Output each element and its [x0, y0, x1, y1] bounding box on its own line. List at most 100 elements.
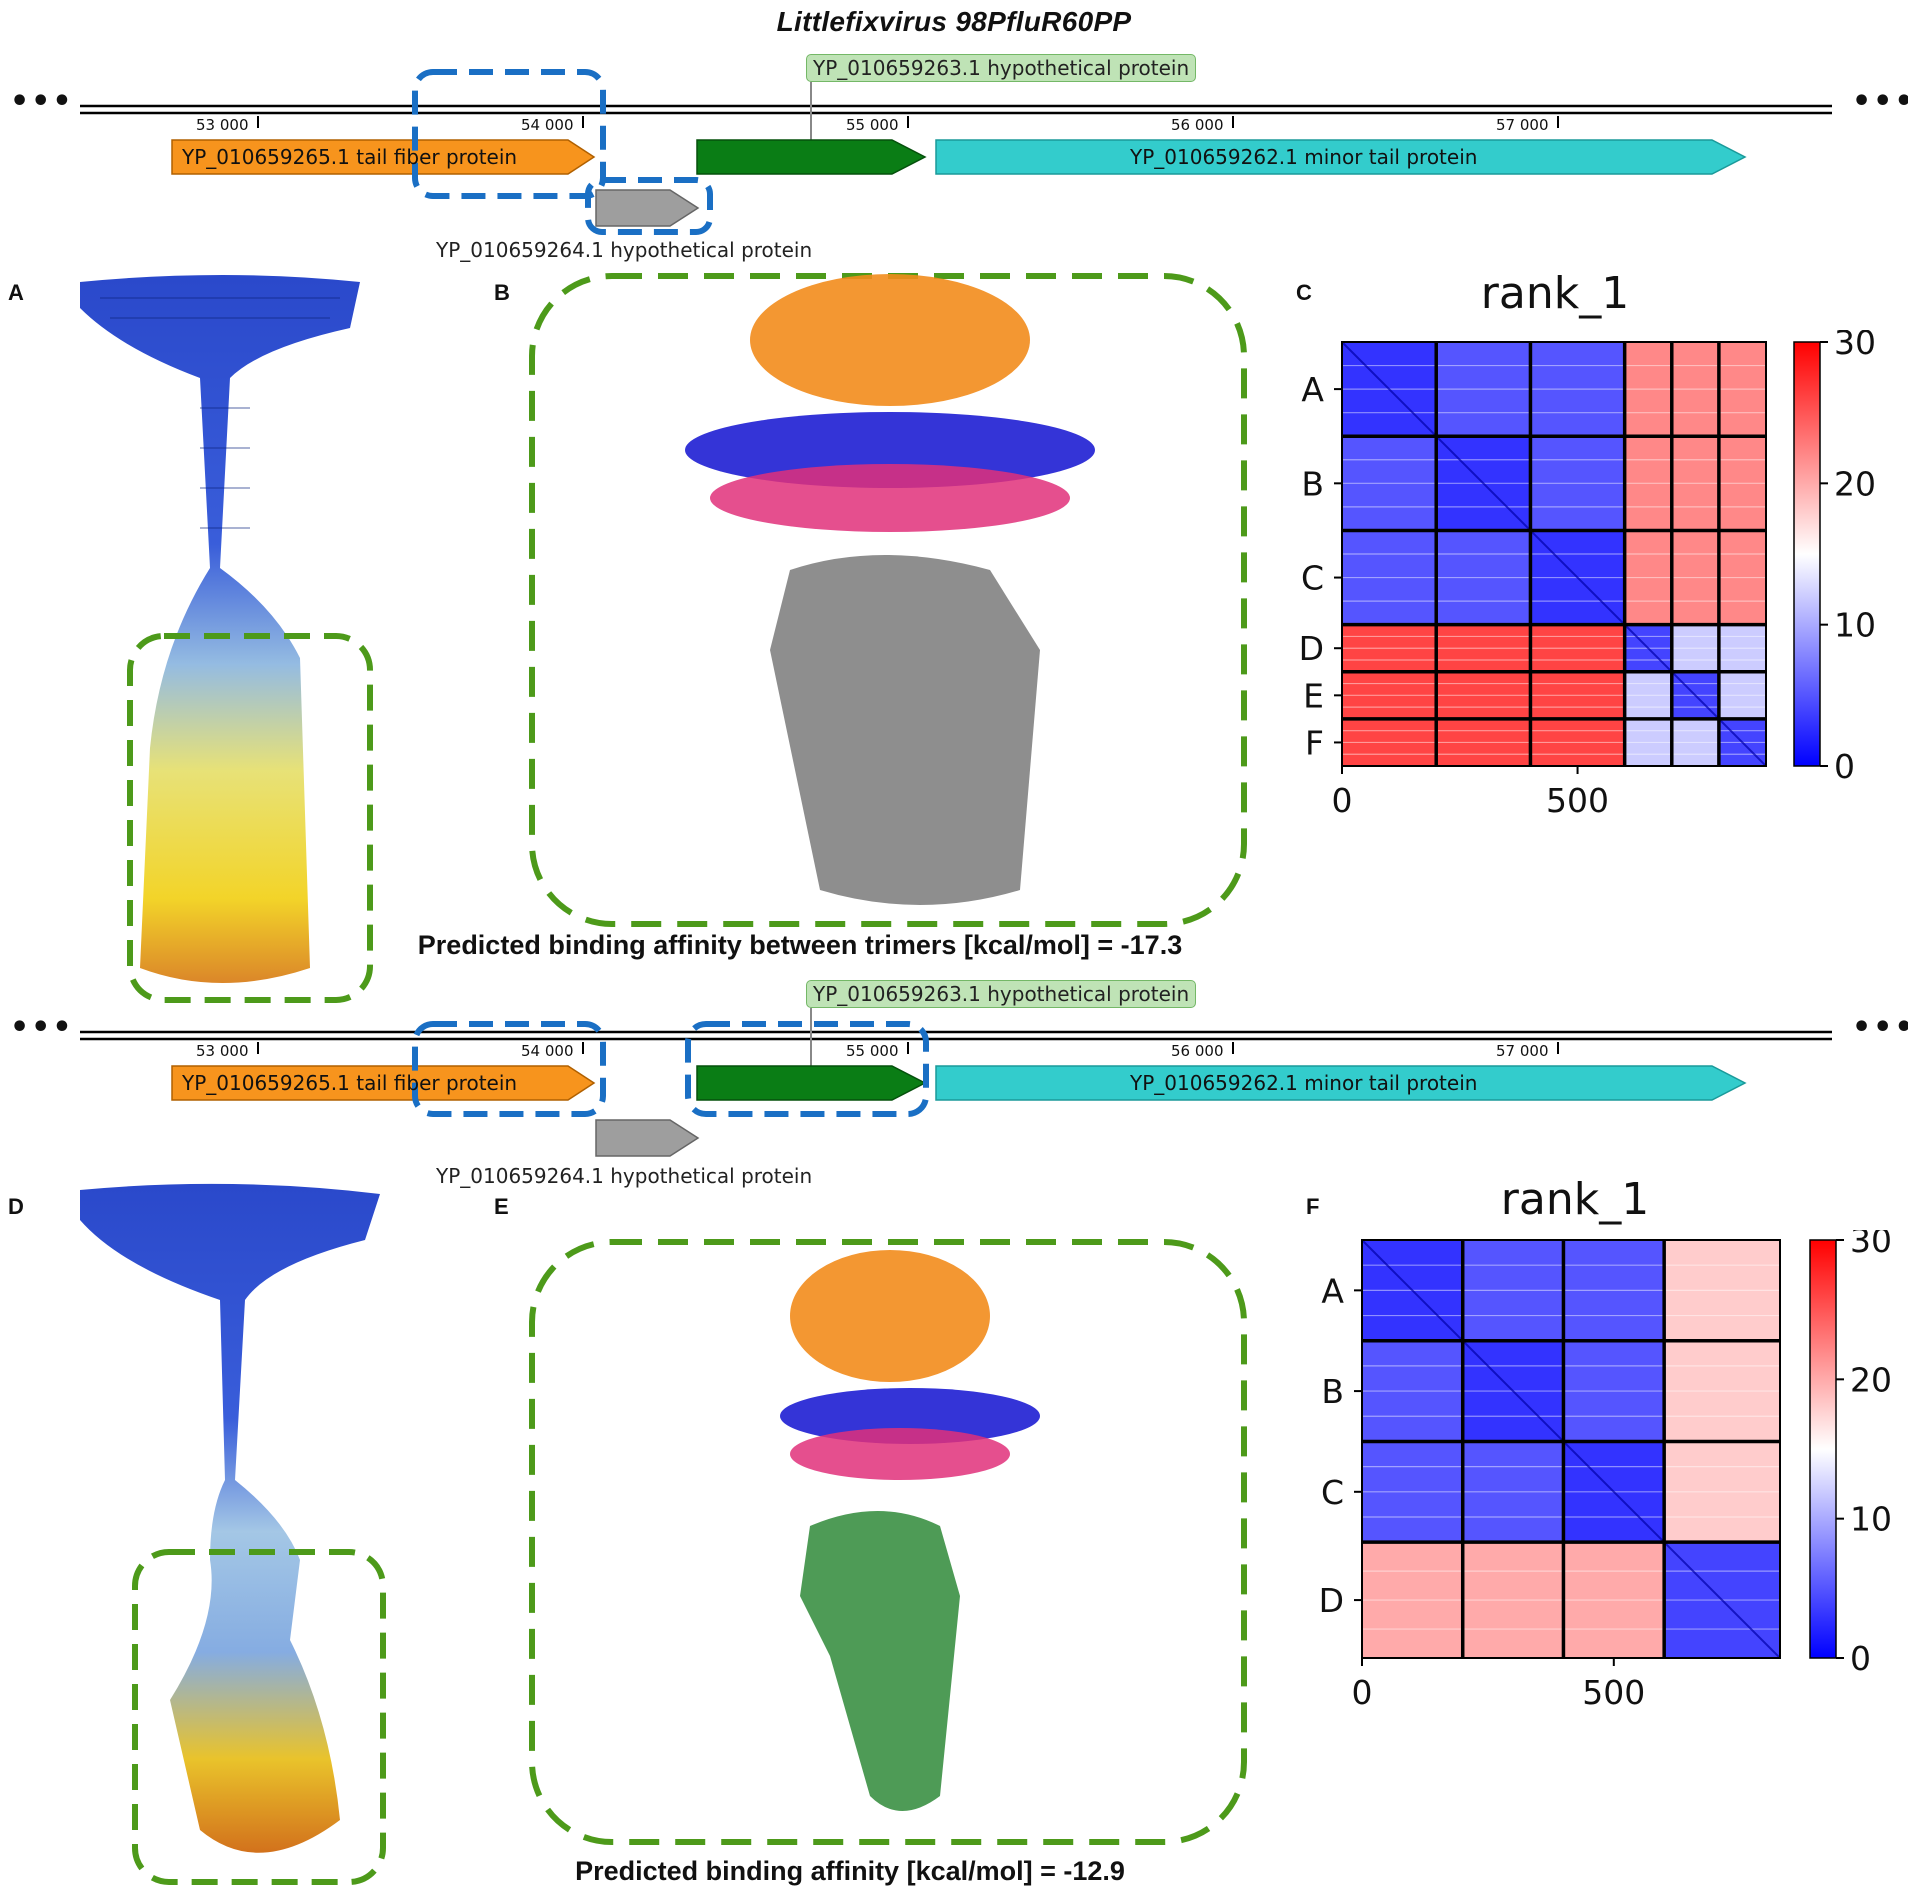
heatmap-block [1624, 718, 1672, 766]
heatmap-block [1530, 718, 1625, 766]
heatmap-block [1563, 1542, 1665, 1658]
heatmap-block [1624, 530, 1672, 625]
blue-sticks [685, 412, 1095, 488]
heatmap-block [1563, 1240, 1665, 1341]
colorbar-tick-label: 20 [1834, 464, 1876, 503]
highlight-box-tail-fiber [412, 69, 606, 199]
heatmap-row-label: A [1301, 370, 1324, 409]
gene-label-minor-tail: YP_010659262.1 minor tail protein [1130, 145, 1478, 169]
blue-sticks [780, 1388, 1040, 1444]
pink-sticks [790, 1428, 1010, 1480]
heatmap-block [1342, 671, 1437, 719]
gene-label-tail-fiber: YP_010659265.1 tail fiber protein [182, 1071, 518, 1095]
heatmap-block [1362, 1441, 1463, 1543]
region-box-a [127, 633, 373, 1003]
heatmap-block [1436, 342, 1531, 437]
ellipsis-left: ••• [10, 1010, 74, 1045]
ellipsis-right: ••• [1852, 84, 1908, 119]
highlight-box-hypothetical-263 [685, 1021, 929, 1117]
colorbar-tick-label: 10 [1850, 1500, 1890, 1539]
colorbar-tick-label: 30 [1834, 330, 1876, 362]
grey-domain [770, 555, 1040, 905]
structure-complex-e [529, 1239, 1247, 1845]
heatmap-block [1718, 436, 1766, 531]
heatmap-row-label: D [1319, 1581, 1344, 1620]
pink-sticks [710, 464, 1070, 532]
tick-label: 55 000 [846, 1042, 899, 1060]
gene-arrow-hypothetical-263 [696, 139, 927, 175]
heatmap-x-tick-label: 0 [1352, 1673, 1373, 1712]
heatmap-block [1530, 624, 1625, 672]
heatmap-block [1462, 1542, 1564, 1658]
heatmap-block [1530, 671, 1625, 719]
gene-label-hypothetical-263: YP_010659263.1 hypothetical protein [806, 980, 1197, 1008]
heatmap-row-label: E [1303, 676, 1324, 715]
panel-label-f: F [1306, 1194, 1320, 1219]
heatmap-x-tick-label: 0 [1332, 781, 1353, 820]
heatmap-block [1664, 1441, 1780, 1543]
structure-model-a [80, 275, 373, 1003]
heatmap-block [1530, 436, 1625, 531]
highlight-box-hypothetical-264 [585, 177, 713, 235]
panel-label-e: E [494, 1194, 509, 1219]
heatmap-block [1563, 1340, 1665, 1442]
green-domain [800, 1511, 960, 1811]
tick-label: 53 000 [196, 1042, 249, 1060]
genome-track-bottom [80, 1008, 1832, 1157]
heatmap-block [1718, 342, 1766, 437]
ellipsis-left: ••• [10, 84, 74, 119]
heatmap-block [1342, 530, 1437, 625]
gene-arrow-hypothetical-263 [696, 1065, 927, 1101]
orange-domain [750, 274, 1030, 406]
heatmap-row-label: C [1301, 559, 1324, 598]
colorbar-tick-label: 10 [1834, 606, 1876, 645]
tick-label: 57 000 [1496, 1042, 1549, 1060]
heatmap-block [1342, 624, 1437, 672]
heatmap-block [1718, 624, 1766, 672]
gene-arrow-tail-fiber [171, 139, 596, 175]
heatmap-block [1664, 1240, 1780, 1341]
colorbar-tick-label: 0 [1850, 1639, 1871, 1678]
heatmap-row-label: F [1305, 723, 1324, 762]
heatmap-block [1664, 1340, 1780, 1442]
gene-arrow-tail-fiber [171, 1065, 596, 1101]
heatmap-row-label: D [1299, 629, 1324, 668]
highlight-box-tail-fiber [412, 1021, 606, 1117]
heatmap-block [1462, 1441, 1564, 1543]
heatmap-row-label: C [1321, 1473, 1344, 1512]
panel-label-d: D [8, 1194, 24, 1219]
tick-label: 53 000 [196, 116, 249, 134]
heatmap-title-c: rank_1 [1480, 268, 1630, 319]
heatmap-block [1436, 718, 1531, 766]
figure-title: Littlefixvirus 98PfluR60PP [776, 6, 1132, 37]
colorbar-tick-label: 0 [1834, 747, 1855, 786]
heatmap-block [1624, 342, 1672, 437]
heatmap-diagonal [1341, 341, 1767, 767]
heatmap-block [1671, 342, 1719, 437]
heatmap-block [1718, 530, 1766, 625]
heatmap-block [1671, 436, 1719, 531]
gene-label-minor-tail: YP_010659262.1 minor tail protein [1130, 1071, 1478, 1095]
heatmap-block [1362, 1340, 1463, 1442]
colorbar [1809, 1239, 1837, 1659]
heatmap-block [1624, 671, 1672, 719]
heatmap-frame [1341, 341, 1767, 767]
panel-label-c: C [1296, 280, 1312, 305]
heatmap-block [1462, 1240, 1564, 1341]
gene-arrow-hypothetical-264 [595, 1119, 700, 1157]
tick-label: 56 000 [1171, 1042, 1224, 1060]
orange-domain [790, 1250, 990, 1382]
ellipsis-right: ••• [1852, 1010, 1908, 1045]
colorbar-tick-label: 30 [1850, 1230, 1890, 1260]
tick-label: 57 000 [1496, 116, 1549, 134]
heatmap-block [1624, 436, 1672, 531]
genome-track-top [80, 69, 1832, 235]
colorbar [1793, 341, 1821, 767]
heatmap-diagonal [1361, 1239, 1781, 1659]
heatmap-row-label: B [1321, 1372, 1344, 1411]
panel-label-a: A [8, 280, 24, 305]
heatmap-block [1342, 436, 1437, 531]
heatmap-title-f: rank_1 [1500, 1174, 1650, 1225]
